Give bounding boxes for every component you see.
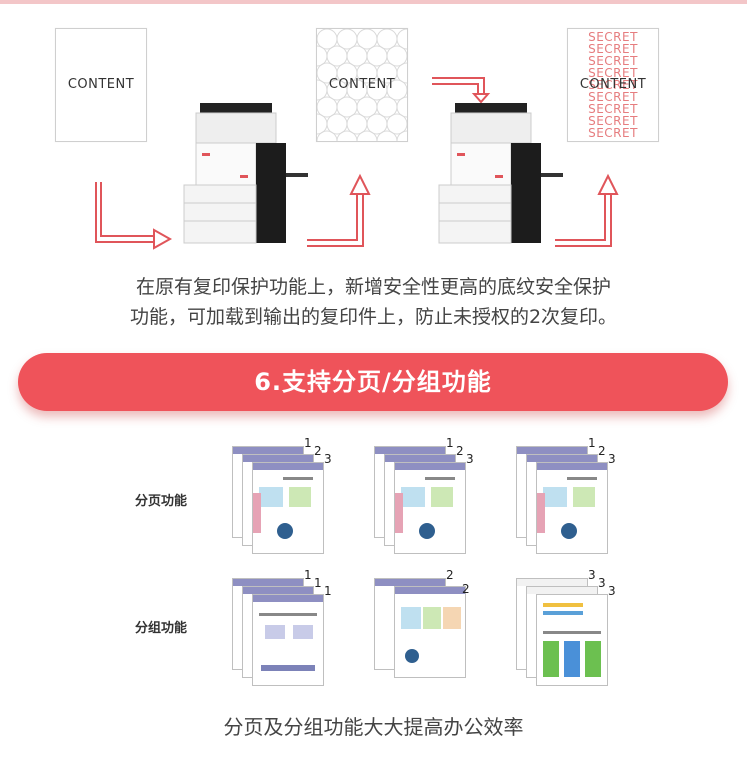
group-stack-2: 2 2 [374,568,484,688]
page-sheet [394,462,466,554]
plain-document-label: CONTENT [67,77,135,92]
sort-stack-2: 1 2 3 [374,436,484,555]
top-divider [0,0,747,4]
page-number: 1 [304,436,312,450]
secret-line: SECRET [588,126,638,140]
group-stack-1: 1 1 1 [232,568,342,688]
page-number: 3 [324,452,332,466]
copy-number: 1 [324,584,332,598]
page-sheet [536,462,608,554]
copy-number: 1 [304,568,312,582]
secret-line: SECRET [588,78,638,92]
page-number: 3 [608,452,616,466]
copier-image-secure [438,103,563,244]
secret-line: SECRET [588,54,638,68]
secret-line: SECRET [588,102,638,116]
watermark-description-line-2: 功能，可加载到输出的复印件上，防止未授权的2次复印。 [129,306,618,328]
pattern-document: CONTENT [316,28,408,142]
secret-line: SECRET [588,90,638,104]
security-pattern [317,29,407,141]
secret-line: SECRET [588,114,638,128]
page-sheet [394,586,466,678]
section-title: 6.支持分页/分组功能 [254,368,492,396]
section-banner: 6.支持分页/分组功能 [18,353,728,411]
copy-number: 2 [462,582,470,596]
page-number: 1 [588,436,596,450]
watermark-description-line-1: 在原有复印保护功能上，新增安全性更高的底纹安全保护 [135,276,611,298]
copier-image [183,103,308,244]
arrow-to-pattern-document [307,173,371,247]
footer-text: 分页及分组功能大大提高办公效率 [223,715,524,739]
page-number: 1 [446,436,454,450]
group-label: 分组功能 [135,621,188,636]
secret-line: SECRET [588,66,638,80]
secret-line: SECRET [588,42,638,56]
page-number: 2 [314,444,322,458]
copy-number: 2 [446,568,454,582]
copy-number: 3 [598,576,606,590]
secret-document: SECRET SECRET SECRET SECRET SECRET SECRE… [567,28,659,142]
sort-label: 分页功能 [135,494,188,509]
page-number: 2 [598,444,606,458]
page-number: 3 [466,452,474,466]
secret-line: SECRET [588,30,638,44]
plain-document: CONTENT [55,28,147,142]
arrow-to-secret-document [555,173,619,247]
pattern-document-label: CONTENT [328,77,396,92]
group-stack-3: 3 3 3 [516,568,626,688]
copy-number: 3 [588,568,596,582]
page-sheet [536,594,608,686]
secret-document-label: CONTENT [579,77,647,92]
sort-stack-1: 1 2 3 [232,436,342,555]
page-sheet [252,462,324,554]
arrow-to-copier-2 [432,77,491,104]
arrow-to-copier-1 [95,182,173,250]
copy-number: 3 [608,584,616,598]
copy-number: 1 [314,576,322,590]
page-sheet [252,594,324,686]
sort-stack-3: 1 2 3 [516,436,626,555]
page-number: 2 [456,444,464,458]
secret-watermark: SECRET SECRET SECRET SECRET SECRET SECRE… [568,31,658,139]
